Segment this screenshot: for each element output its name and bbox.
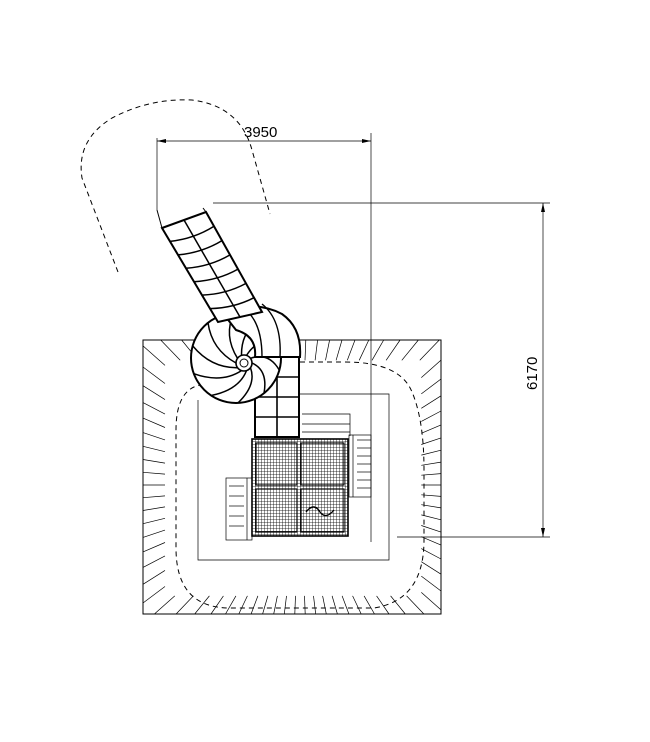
hatch-line: [314, 339, 318, 361]
hatch-line: [421, 514, 442, 521]
hatch-line: [142, 385, 166, 400]
hatch-line: [376, 595, 390, 615]
depth-dimension-label: 6170: [524, 357, 541, 390]
spiral-rib: [251, 362, 266, 394]
hatch-line: [421, 548, 442, 560]
safety-zone-inner-dashed-boundary: [175, 361, 425, 609]
hatch-line: [385, 339, 401, 361]
hatch-line: [142, 345, 166, 366]
left-step-unit: [225, 477, 253, 541]
hatch-line: [421, 461, 442, 466]
hatch-line: [341, 595, 350, 615]
hatch-line: [346, 339, 356, 361]
hatch-line: [421, 525, 442, 533]
spiral-rib: [193, 369, 242, 379]
hatch-line: [421, 378, 442, 395]
hatch-line: [352, 595, 362, 615]
hatch-line: [421, 424, 442, 434]
hatch-line: [175, 595, 194, 615]
hatch-line: [194, 595, 210, 615]
hatch-line: [421, 437, 442, 445]
hatch-line: [142, 366, 166, 384]
hatch-line: [142, 517, 166, 525]
hatch-line: [210, 595, 224, 615]
hatch-line: [250, 595, 259, 615]
spiral-rib: [237, 367, 253, 404]
hatch-line: [421, 359, 442, 378]
tube-spine: [183, 219, 241, 318]
hatch-line: [238, 595, 248, 615]
hatch-line: [313, 595, 317, 615]
hatch-line: [322, 595, 327, 615]
hatch-line: [160, 339, 181, 361]
hatch-line: [304, 595, 306, 615]
hatch-line: [358, 339, 370, 361]
hatch-line: [406, 595, 425, 615]
hatch-line: [335, 339, 343, 361]
hatch-line: [421, 410, 442, 422]
hatch-line: [142, 471, 166, 475]
tower-platform: [251, 438, 349, 537]
spiral-rib: [192, 345, 238, 369]
hatch-line: [421, 504, 442, 509]
hatch-line: [421, 395, 442, 409]
hatch-line: [142, 542, 166, 553]
hatch-line: [142, 432, 166, 441]
hatch-line: [142, 570, 166, 585]
hatch-line: [421, 473, 442, 476]
hatch-line: [421, 575, 442, 592]
width-dimension-label: 3950: [244, 124, 277, 141]
hatch-line: [421, 592, 442, 611]
slide-outlet: [156, 207, 207, 229]
hatch-line: [283, 595, 287, 615]
hatch-line: [273, 595, 278, 615]
spiral-rib: [207, 322, 237, 364]
hatch-line: [419, 339, 440, 361]
hatch-line: [142, 495, 166, 499]
equipment-footprint-lines: [197, 393, 390, 561]
right-step-unit: [348, 434, 372, 498]
hatch-line: [142, 459, 166, 464]
spiral-rib: [210, 370, 248, 397]
hatch-line: [225, 595, 237, 615]
hatch-line: [331, 595, 338, 615]
hatch-line: [401, 339, 419, 361]
hatch-line: [262, 595, 269, 615]
hatch-line: [142, 417, 166, 428]
hatch-line: [421, 536, 442, 546]
safety-zone-hatching: [142, 339, 442, 615]
hatch-line: [142, 555, 166, 568]
hatch-line: [142, 402, 166, 415]
slide-runout-dashed-zone: [80, 99, 271, 273]
hatch-line: [325, 339, 330, 361]
hatch-line: [142, 529, 166, 538]
hatch-line: [304, 339, 307, 361]
tube-slide: [160, 210, 302, 438]
hatch-line: [390, 595, 406, 615]
hatch-line: [363, 595, 375, 615]
hatch-line: [421, 494, 442, 497]
hatch-line: [294, 595, 296, 615]
hatch-line: [142, 445, 166, 453]
hatch-line: [142, 586, 166, 604]
hatch-line: [421, 449, 442, 456]
hatch-line: [421, 561, 442, 575]
depth-dimension: 6170: [213, 202, 550, 538]
hatch-line: [154, 595, 176, 615]
hatch-line: [142, 506, 166, 511]
hatch-line: [371, 339, 385, 361]
